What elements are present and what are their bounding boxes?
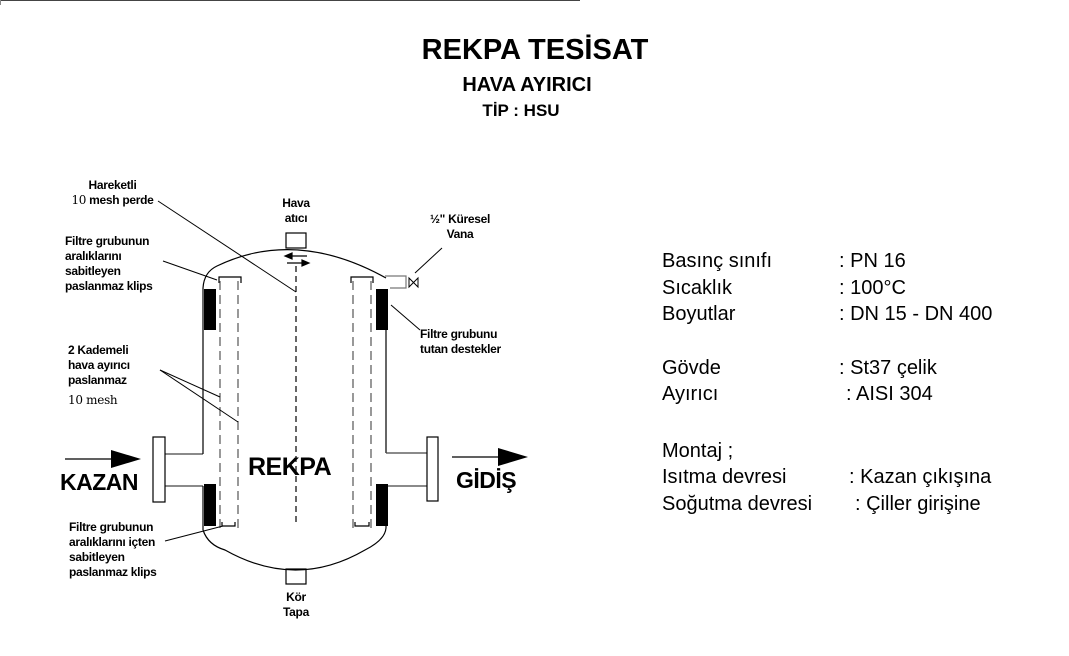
- spec-value: : DN 15 - DN 400: [839, 303, 993, 325]
- spec-label: Boyutlar: [662, 303, 736, 325]
- leader-separator-1: [159, 369, 221, 398]
- label-separator-line1: 2 Kademeli: [68, 343, 129, 357]
- spec-value: : PN 16: [839, 250, 906, 272]
- spec-value: : 100°C: [839, 276, 906, 299]
- right-filter-cap-top: [350, 276, 374, 283]
- label-moving-mesh-line2: 10 mesh perde: [60, 193, 165, 208]
- spec-value: : St37 çelik: [839, 356, 937, 379]
- inlet-flange: [152, 436, 166, 503]
- outlet-arrow-head: [498, 448, 528, 466]
- leader-moving-mesh: [157, 200, 297, 293]
- spec-label: Soğutma devresi: [662, 492, 813, 515]
- spec-value: : Kazan çıkışına: [849, 466, 992, 488]
- ball-valve-symbol: [408, 276, 419, 289]
- valve-pipe: [385, 275, 407, 289]
- spec-value: : AISI 304: [846, 383, 933, 405]
- label-air-vent: Hava atıcı: [266, 196, 326, 226]
- label-clip-top-line1: Filtre grubunun: [65, 234, 150, 248]
- spec-label: Gövde: [662, 356, 721, 379]
- label-clip-bottom: Filtre grubunun aralıklarını içten sabit…: [69, 520, 157, 580]
- label-separator: 2 Kademeli hava ayırıcı paslanmaz 10 mes…: [68, 343, 130, 408]
- leader-clip-bottom: [164, 525, 224, 542]
- vent-arrow-left-head: [283, 252, 293, 260]
- label-clip-bottom-line4: paslanmaz klips: [69, 565, 157, 579]
- spec-label: Isıtma devresi: [662, 466, 787, 488]
- label-separator-line3: paslanmaz: [68, 373, 127, 387]
- top-border-line: [0, 0, 580, 1]
- label-blind-plug-line1: Kör: [286, 590, 306, 604]
- outlet-flange: [426, 436, 439, 502]
- label-clip-bottom-line1: Filtre grubunun: [69, 520, 154, 534]
- label-supports-line1: Filtre grubunu: [420, 327, 498, 341]
- label-moving-mesh: Hareketli 10 mesh perde: [60, 178, 165, 208]
- label-clip-top-line4: paslanmaz klips: [65, 279, 153, 293]
- label-inlet-kazan: KAZAN: [60, 469, 139, 495]
- product-title: HAVA AYIRICI: [462, 74, 592, 96]
- spec-label: Sıcaklık: [662, 276, 733, 299]
- leader-supports: [390, 304, 421, 331]
- label-clip-top-line3: sabitleyen: [65, 264, 121, 278]
- leader-clip-top: [162, 260, 218, 281]
- label-supports: Filtre grubunu tutan destekler: [420, 327, 501, 357]
- label-ball-valve-line1: ½" Küresel: [429, 212, 491, 226]
- left-border-tick: [0, 0, 1, 5]
- label-moving-mesh-line1: Hareketli: [88, 178, 137, 192]
- label-clip-bottom-line2: aralıklarını içten: [69, 535, 155, 549]
- label-ball-valve: ½" Küresel Vana: [420, 212, 500, 242]
- label-outlet-gidis: GİDİŞ: [456, 467, 517, 493]
- mounting-title-text: Montaj ;: [662, 439, 734, 462]
- label-clip-top-line2: aralıklarını: [65, 249, 122, 263]
- vessel-bottom-dome: [202, 527, 387, 571]
- support-pad-bottom-right: [376, 484, 388, 526]
- right-filter-cap-bottom: [354, 522, 370, 527]
- label-blind-plug: Kör Tapa: [266, 590, 326, 620]
- blind-plug-fitting: [285, 568, 307, 585]
- vent-arrow-right-head: [301, 259, 311, 267]
- support-pad-top-right: [376, 289, 388, 330]
- label-air-vent-line1: Hava: [282, 196, 310, 210]
- label-supports-line2: tutan destekler: [420, 342, 501, 356]
- support-pad-top-left: [204, 289, 216, 330]
- leader-ball-valve: [414, 247, 443, 274]
- leader-separator-2: [159, 369, 239, 423]
- company-title: REKPA TESİSAT: [421, 34, 649, 66]
- inlet-arrow-head: [111, 450, 141, 468]
- air-vent-fitting: [285, 232, 307, 249]
- label-separator-line2: hava ayırıcı: [68, 358, 130, 372]
- label-air-vent-line2: atıcı: [284, 211, 308, 225]
- label-blind-plug-line2: Tapa: [283, 605, 309, 619]
- left-filter-cap-bottom: [221, 522, 236, 527]
- vessel-top-dome: [202, 248, 387, 289]
- label-moving-mesh-text: mesh perde: [86, 193, 154, 207]
- label-separator-line4: 10 mesh: [68, 393, 118, 407]
- spec-value: : Çiller girişine: [855, 492, 981, 515]
- support-pad-bottom-left: [204, 484, 216, 526]
- label-ball-valve-line2: Vana: [446, 227, 474, 241]
- vessel-brand-label: REKPA: [248, 453, 332, 481]
- product-type: TİP : HSU: [482, 101, 560, 120]
- label-clip-bottom-line3: sabitleyen: [69, 550, 125, 564]
- label-moving-mesh-number: 10: [71, 193, 87, 207]
- spec-label: Basınç sınıfı: [662, 250, 773, 272]
- label-clip-top: Filtre grubunun aralıklarını sabitleyen …: [65, 234, 153, 294]
- left-filter-cap-top: [218, 276, 242, 283]
- spec-label: Ayırıcı: [662, 383, 719, 405]
